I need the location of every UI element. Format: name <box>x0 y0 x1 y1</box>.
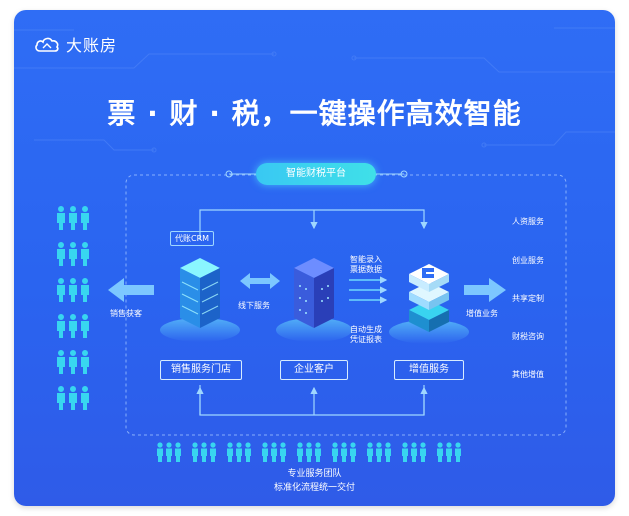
middle-arrow-label: 线下服务 <box>238 301 270 310</box>
service-team-icon <box>156 440 476 468</box>
value-server-icon <box>389 264 469 344</box>
right-arrow-label: 增值业务 <box>466 309 498 318</box>
team-label-line1: 专业服务团队 <box>287 469 342 479</box>
crm-tag: 代账CRM <box>170 231 215 246</box>
store-node-label: 销售服务门店 <box>160 360 242 380</box>
service-item: 人资服务 <box>512 217 544 226</box>
team-label-line2: 标准化流程统一交付 <box>273 483 355 493</box>
auto-generate-line1: 自动生成 <box>350 325 382 334</box>
client-node-label: 企业客户 <box>280 360 348 380</box>
auto-generate-line2: 凭证报表 <box>350 335 382 344</box>
circuit-background <box>14 27 615 436</box>
headline: 票 · 财 · 税，一键操作高效智能 <box>107 97 522 130</box>
left-arrow-label: 销售获客 <box>110 309 142 318</box>
store-server-icon <box>160 258 240 342</box>
auto-input-line2: 票据数据 <box>350 265 382 274</box>
service-item: 创业服务 <box>512 256 544 265</box>
brand-logo: 大账房 <box>34 32 117 56</box>
sales-team-icon <box>52 206 102 418</box>
client-server-icon <box>276 258 352 342</box>
service-item: 其他增值 <box>512 370 544 379</box>
infographic-card: 大账房 票 · 财 · 税，一键操作高效智能 智能财税平台 代账CRM 销售获客… <box>14 10 615 506</box>
value-node-label: 增值服务 <box>394 360 464 380</box>
service-item: 财税咨询 <box>512 332 544 341</box>
brand-name: 大账房 <box>66 36 118 55</box>
auto-input-line1: 智能录入 <box>350 255 382 264</box>
service-item: 共享定制 <box>512 294 544 303</box>
platform-badge: 智能财税平台 <box>256 163 376 185</box>
cloud-logo-icon <box>35 37 59 52</box>
